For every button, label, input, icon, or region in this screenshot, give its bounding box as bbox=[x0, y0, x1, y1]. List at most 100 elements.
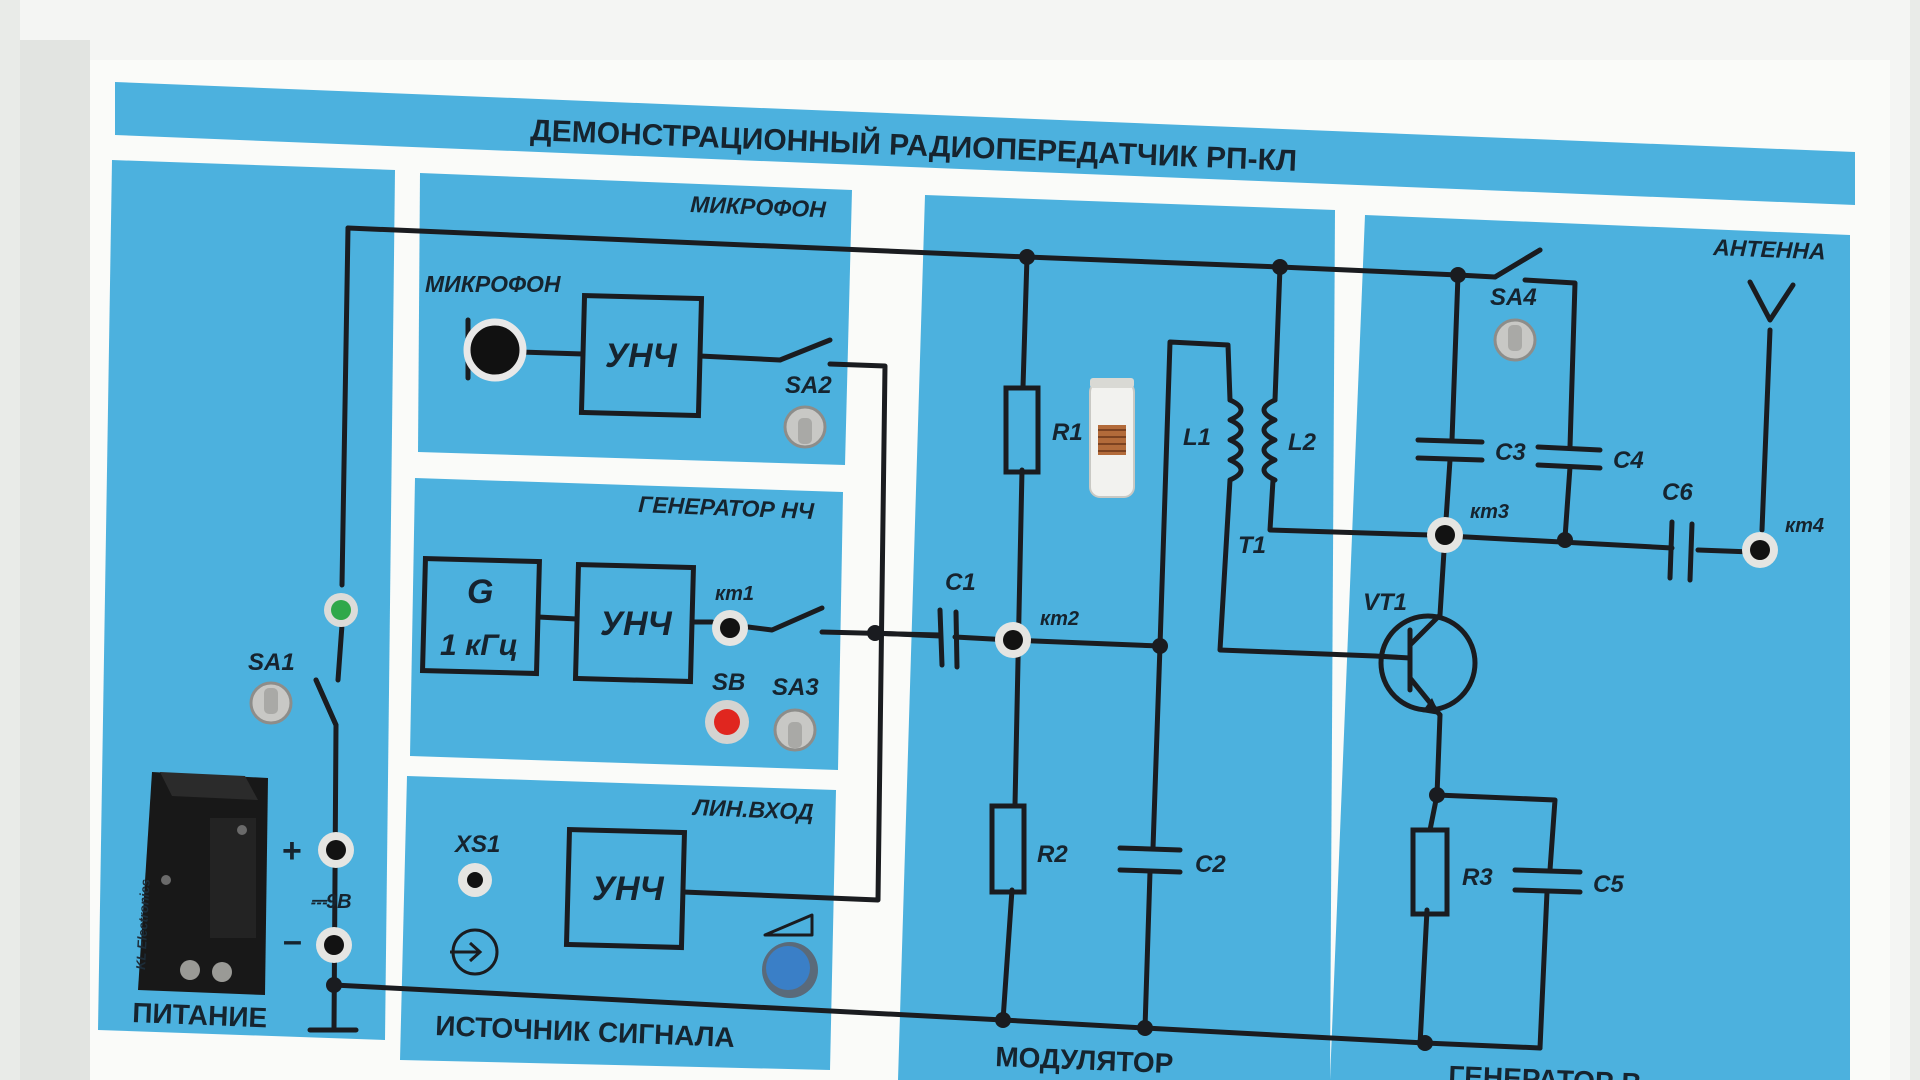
test-point-kt4[interactable] bbox=[1742, 532, 1778, 568]
transistor-vt1-leads bbox=[1372, 612, 1443, 718]
c5-label: C5 bbox=[1593, 871, 1624, 898]
minus-label: – bbox=[283, 922, 302, 960]
capacitor-c2 bbox=[1117, 845, 1183, 875]
gen-label-freq: 1 кГц bbox=[440, 629, 518, 662]
r1-label: R1 bbox=[1052, 419, 1083, 446]
gen-box bbox=[419, 555, 542, 677]
junction-dot bbox=[1429, 787, 1445, 803]
junction-dot bbox=[1019, 249, 1035, 265]
l2-label: L2 bbox=[1288, 429, 1317, 456]
c3-label: C3 bbox=[1495, 439, 1526, 466]
wire-mic bbox=[517, 349, 783, 363]
input-arrow-icon bbox=[450, 928, 499, 976]
r3-label: R3 bbox=[1462, 864, 1493, 891]
coil-component bbox=[1089, 378, 1135, 498]
power-jack-minus[interactable] bbox=[316, 927, 352, 963]
junction-dot bbox=[326, 977, 342, 993]
wire-lfgen bbox=[535, 605, 943, 638]
switch-symbol-sa4 bbox=[1492, 247, 1543, 280]
sa2-label: SA2 bbox=[785, 372, 832, 399]
line-input-jack-xs1[interactable] bbox=[458, 863, 492, 897]
board-frame-shadow bbox=[20, 40, 90, 1080]
battery-brand: KL Electronics bbox=[133, 879, 153, 970]
test-point-kt1[interactable] bbox=[712, 610, 748, 646]
coil-l1 bbox=[1227, 397, 1244, 483]
wire-l1 bbox=[1157, 339, 1378, 659]
sa4-label: SA4 bbox=[1490, 284, 1537, 311]
wire-antenna bbox=[1747, 279, 1796, 533]
plus-label: + bbox=[282, 832, 302, 870]
panel-rf-generator bbox=[1330, 215, 1850, 1080]
section-microphone-title: МИКРОФОН bbox=[690, 191, 827, 222]
capacitor-c5 bbox=[1512, 867, 1583, 895]
kt3-label: кт3 bbox=[1470, 501, 1509, 523]
c2-label: C2 bbox=[1195, 851, 1226, 878]
battery-holder: KL Electronics bbox=[133, 772, 268, 995]
c6-label: C6 bbox=[1662, 479, 1693, 506]
amp-label-gen: УНЧ bbox=[600, 605, 673, 643]
capacitor-c1 bbox=[937, 607, 960, 670]
panel-lf-generator bbox=[410, 478, 843, 770]
wire-l2 bbox=[1267, 264, 1433, 538]
volume-knob[interactable] bbox=[762, 942, 818, 998]
xs1-label: XS1 bbox=[453, 831, 500, 858]
coil-l2 bbox=[1261, 397, 1278, 483]
mic-jack-label: МИКРОФОН bbox=[425, 271, 561, 297]
resistor-r1 bbox=[1003, 385, 1041, 475]
capacitor-c4 bbox=[1535, 444, 1603, 471]
sb-label: SB bbox=[712, 669, 745, 696]
power-jack-plus[interactable] bbox=[318, 832, 354, 868]
mic-jack[interactable] bbox=[463, 318, 527, 382]
amp-label-mic: УНЧ bbox=[605, 337, 678, 375]
amp-box-gen bbox=[572, 561, 697, 685]
toggle-switch-sa2[interactable] bbox=[783, 405, 827, 449]
test-point-kt3[interactable] bbox=[1427, 517, 1463, 553]
junction-dot bbox=[1137, 1020, 1153, 1036]
amp-box-mic bbox=[578, 292, 705, 419]
push-button-sb[interactable] bbox=[705, 700, 749, 744]
transistor-arrow bbox=[1422, 698, 1440, 715]
capacitor-c6 bbox=[1667, 519, 1695, 583]
junction-dot bbox=[995, 1012, 1011, 1028]
sa1-label: SA1 bbox=[248, 649, 295, 676]
section-rf-generator-title: ГЕНЕРАТОР В bbox=[1448, 1060, 1642, 1080]
section-antenna-title: АНТЕННА bbox=[1712, 234, 1826, 265]
junction-dot bbox=[867, 625, 883, 641]
wire-power-left bbox=[339, 225, 351, 588]
kt4-label: кт4 bbox=[1785, 515, 1824, 537]
amp-label-line: УНЧ bbox=[592, 870, 665, 908]
vt1-label: VT1 bbox=[1363, 589, 1407, 616]
kt2-label: кт2 bbox=[1040, 608, 1079, 630]
title-banner bbox=[115, 82, 1855, 205]
toggle-switch-sa4[interactable] bbox=[1493, 318, 1537, 362]
c4-label: C4 bbox=[1613, 447, 1644, 474]
resistor-r2 bbox=[989, 803, 1027, 895]
sa3-label: SA3 bbox=[772, 674, 819, 701]
toggle-switch-sa1[interactable] bbox=[249, 681, 293, 725]
c1-label: C1 bbox=[945, 569, 976, 596]
power-led bbox=[324, 593, 358, 627]
voltage-label: ⎓9В bbox=[310, 891, 352, 913]
junction-dot bbox=[1450, 267, 1466, 283]
kt1-label: кт1 bbox=[715, 583, 754, 605]
l1-label: L1 bbox=[1183, 424, 1211, 451]
wire-c2 bbox=[1142, 643, 1163, 1031]
junction-dot bbox=[1557, 532, 1573, 548]
switch-symbol-sa1 bbox=[313, 677, 339, 728]
section-line-input-title: ЛИН.ВХОД bbox=[691, 794, 815, 825]
resistor-r3 bbox=[1410, 827, 1450, 917]
volume-ramp-icon bbox=[763, 913, 814, 937]
amp-box-line bbox=[563, 826, 688, 951]
junction-dot bbox=[1272, 259, 1288, 275]
junction-dot bbox=[1152, 638, 1168, 654]
test-point-kt2[interactable] bbox=[995, 622, 1031, 658]
gen-label-g: G bbox=[467, 573, 493, 611]
toggle-switch-sa3[interactable] bbox=[773, 708, 817, 752]
r2-label: R2 bbox=[1037, 841, 1068, 868]
t1-label: T1 bbox=[1238, 532, 1266, 559]
junction-dot bbox=[1417, 1035, 1433, 1051]
capacitor-c3 bbox=[1415, 437, 1485, 463]
section-power-title: ПИТАНИЕ bbox=[132, 997, 268, 1033]
section-modulator-title: МОДУЛЯТОР bbox=[995, 1041, 1174, 1079]
